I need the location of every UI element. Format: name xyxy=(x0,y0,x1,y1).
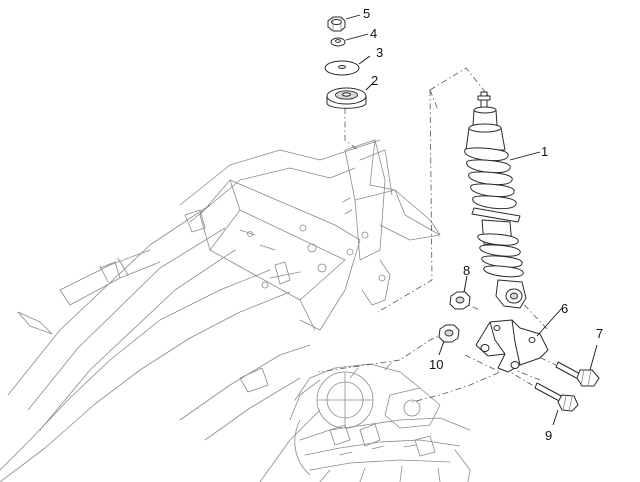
engine-assembly xyxy=(289,361,471,482)
part-5-nut xyxy=(327,16,346,32)
assembly-guide-lines xyxy=(317,67,557,403)
callout-8: 8 xyxy=(463,263,470,278)
callout-2: 2 xyxy=(371,73,378,88)
part-1-shock-absorber xyxy=(464,91,527,309)
callout-1: 1 xyxy=(541,144,548,159)
callout-7: 7 xyxy=(596,326,603,341)
part-7-long-bolt xyxy=(555,361,600,387)
part-6-bracket xyxy=(475,319,549,373)
part-8-nut xyxy=(449,291,471,310)
callout-5: 5 xyxy=(363,6,370,21)
part-10-nut xyxy=(438,324,460,343)
callout-4: 4 xyxy=(370,26,377,41)
part-3-washer xyxy=(324,60,360,76)
callout-labels: 1 2 3 4 5 6 7 8 9 10 xyxy=(363,6,603,443)
callout-9: 9 xyxy=(545,428,552,443)
frame-structure xyxy=(0,139,441,482)
callout-10: 10 xyxy=(429,357,443,372)
part-4-washer xyxy=(330,37,346,47)
part-9-bolt xyxy=(534,382,579,412)
part-2-rubber-bushing xyxy=(326,87,367,109)
callout-6: 6 xyxy=(561,301,568,316)
callout-3: 3 xyxy=(376,45,383,60)
callout-leaders xyxy=(345,14,598,426)
